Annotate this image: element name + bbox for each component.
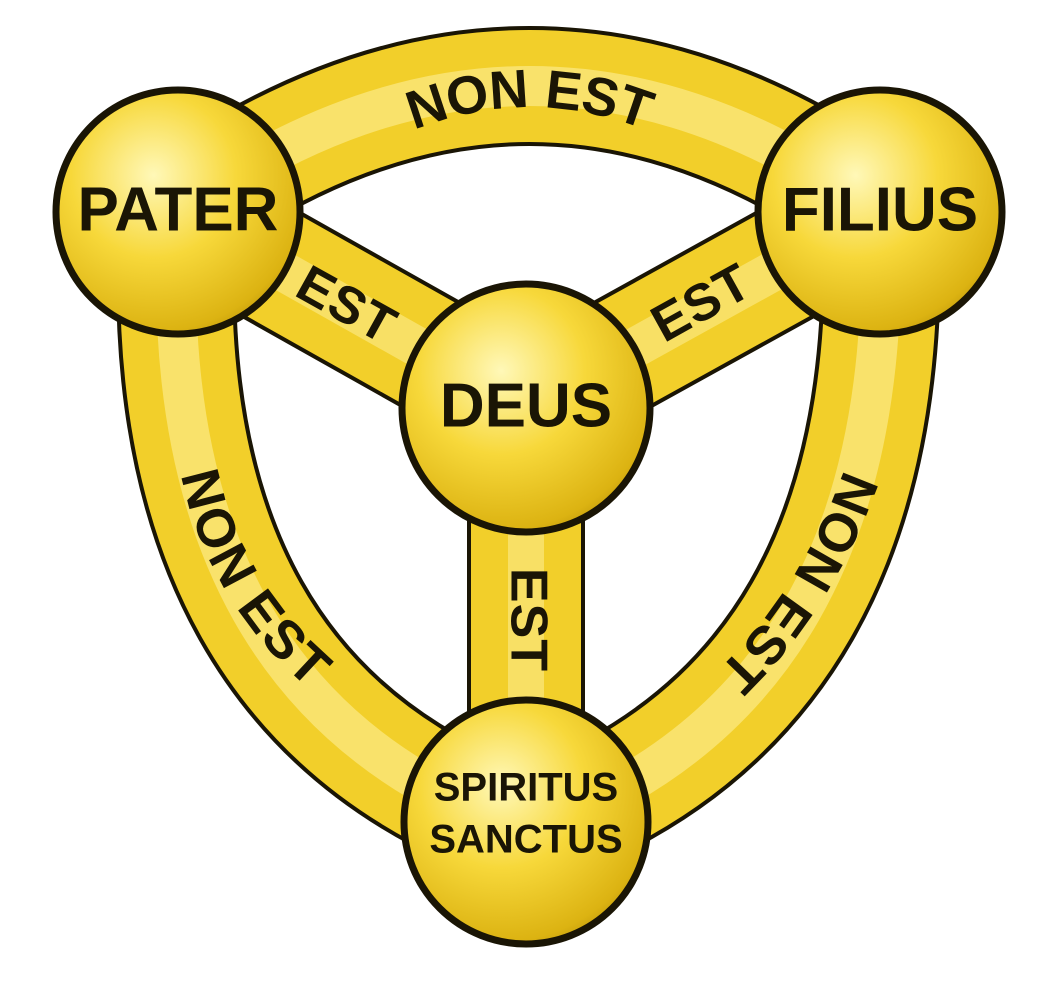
node-filius: FILIUS [754, 86, 1006, 338]
link-label-spiritus-deus: EST [499, 568, 557, 672]
node-label-spiritus: SPIRITUS [434, 766, 618, 810]
node-label-deus: DEUS [440, 371, 612, 440]
node-label-filius: FILIUS [782, 175, 978, 244]
node-label-pater: PATER [78, 175, 279, 244]
node-spiritus-sanctus: SPIRITUS SANCTUS [400, 696, 652, 948]
node-label-sanctus: SANCTUS [429, 818, 622, 862]
node-pater: PATER [52, 86, 304, 338]
node-deus: DEUS [398, 280, 654, 536]
